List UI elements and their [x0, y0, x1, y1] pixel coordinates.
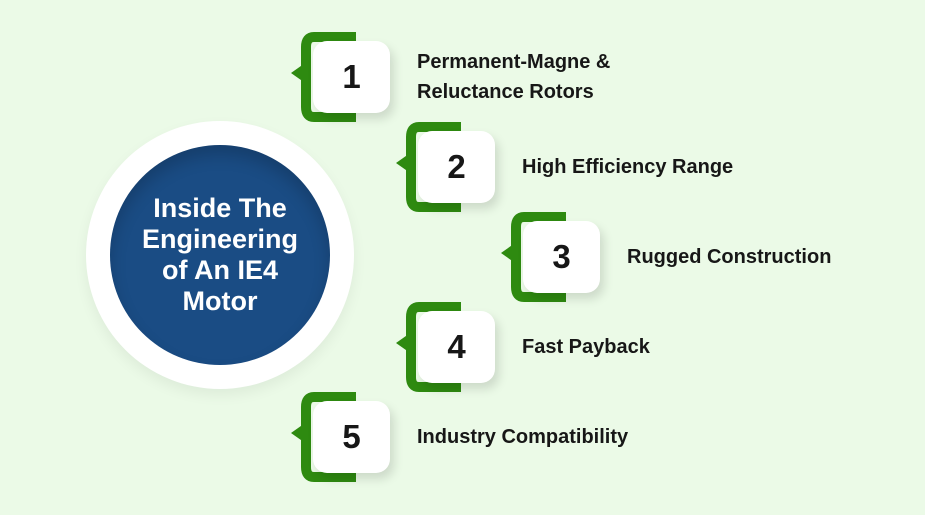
step-number: 1	[342, 58, 361, 95]
infographic-title: Inside The Engineering of An IE4 Motor	[141, 193, 298, 316]
bracket-icon	[396, 122, 461, 212]
step-label: Rugged Construction	[627, 246, 832, 268]
bracket-icon	[291, 32, 356, 122]
center-circle: Inside The Engineering of An IE4 Motor	[110, 145, 330, 365]
step-label: Permanent-Magne & Reluctance Rotors	[417, 51, 611, 103]
step-number-box: 4	[418, 311, 495, 383]
step-item-3: 3 Rugged Construction	[500, 211, 831, 303]
center-circle-ring: Inside The Engineering of An IE4 Motor	[86, 121, 354, 389]
step-marker-3: 3	[500, 211, 602, 303]
step-marker-4: 4	[395, 301, 497, 393]
step-number-box: 5	[313, 401, 390, 473]
bracket-icon	[501, 212, 566, 302]
step-number-box: 2	[418, 131, 495, 203]
bracket-icon	[396, 302, 461, 392]
step-label: High Efficiency Range	[522, 156, 734, 178]
step-number-box: 3	[523, 221, 600, 293]
step-label: Fast Payback	[522, 336, 650, 358]
step-item-1: 1 Permanent-Magne & Reluctance Rotors	[290, 31, 610, 123]
step-item-4: 4 Fast Payback	[395, 301, 650, 393]
step-marker-5: 5	[290, 391, 392, 483]
step-marker-1: 1	[290, 31, 392, 123]
step-number: 4	[447, 328, 466, 365]
step-item-2: 2 High Efficiency Range	[395, 121, 733, 213]
step-number-box: 1	[313, 41, 390, 113]
bracket-icon	[291, 392, 356, 482]
step-number: 5	[342, 418, 361, 455]
step-label: Industry Compatibility	[417, 426, 629, 448]
step-item-5: 5 Industry Compatibility	[290, 391, 628, 483]
step-marker-2: 2	[395, 121, 497, 213]
step-number: 3	[552, 238, 571, 275]
step-number: 2	[447, 148, 466, 185]
